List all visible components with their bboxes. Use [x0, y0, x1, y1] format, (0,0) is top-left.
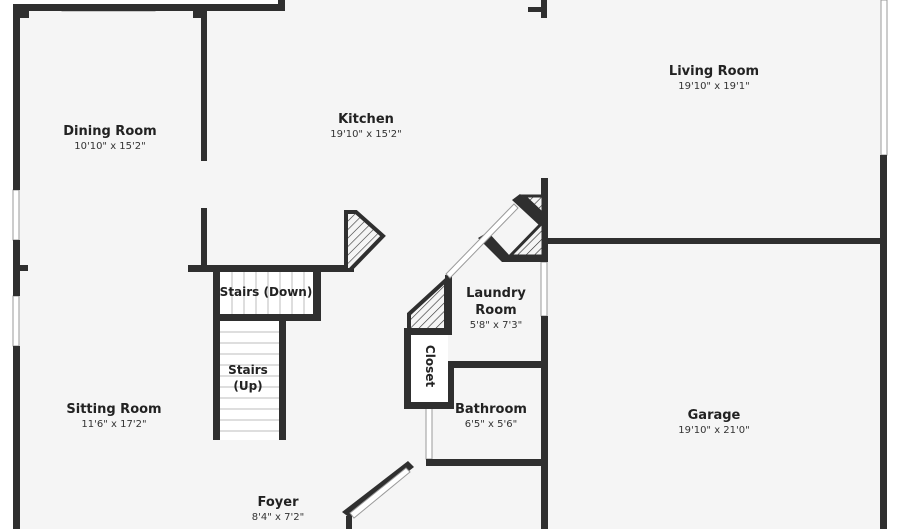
window-sitting-left: [12, 295, 20, 347]
foyer-label: Foyer: [258, 495, 300, 510]
sitting-room-dims: 11'6" x 17'2": [81, 419, 146, 430]
stairs-up-treads: [220, 321, 279, 440]
sitting-room-label: Sitting Room: [66, 402, 161, 417]
window-living-right: [880, 0, 888, 156]
window-laundry-right: [540, 261, 548, 317]
laundry-room-label-line1: Laundry: [466, 286, 526, 301]
laundry-room-label-line2: Room: [475, 303, 516, 318]
laundry-room-dims: 5'8" x 7'3": [470, 320, 522, 331]
living-room-dims: 19'10" x 19'1": [678, 81, 750, 92]
closet-label: Closet: [423, 345, 437, 387]
bathroom-label: Bathroom: [455, 402, 527, 417]
kitchen-chimney: [344, 210, 386, 272]
bathroom-dims: 6'5" x 5'6": [465, 419, 517, 430]
closet-floor: [411, 335, 448, 402]
foyer-dims: 8'4" x 7'2": [252, 512, 304, 523]
closet-hatch: [407, 275, 448, 332]
stairs-up-label-line1: Stairs: [228, 363, 268, 377]
door-bathroom: [425, 406, 433, 460]
kitchen-dims: 19'10" x 15'2": [330, 129, 402, 140]
living-room-label: Living Room: [669, 64, 759, 79]
stairs-down-treads: [220, 272, 313, 314]
hatched-fixtures: [344, 194, 545, 332]
kitchen-label: Kitchen: [338, 112, 394, 127]
garage-dims: 19'10" x 21'0": [678, 425, 750, 436]
laundry-hatch: [506, 218, 545, 258]
floor-area: [17, 0, 883, 529]
stairs-up-label-line2: (Up): [233, 379, 262, 393]
room-labels: Dining Room 10'10" x 15'2" Kitchen 19'10…: [63, 64, 759, 523]
garage-label: Garage: [688, 408, 741, 423]
stairs-down-label: Stairs (Down): [220, 285, 313, 299]
dining-room-dims: 10'10" x 15'2": [74, 141, 146, 152]
laundry-top-hatch: [520, 194, 545, 218]
window-dining-left: [12, 189, 20, 241]
angled-windows: [349, 203, 519, 519]
dining-room-label: Dining Room: [63, 124, 156, 139]
